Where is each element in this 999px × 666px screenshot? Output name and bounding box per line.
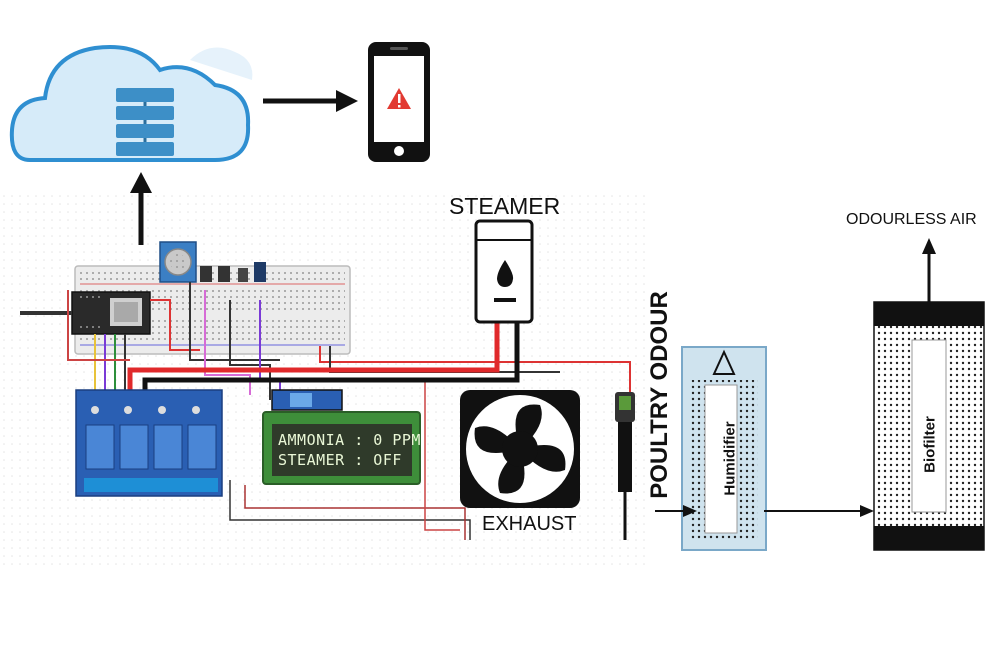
lcd-display: [262, 411, 421, 485]
smartphone-alert-icon: [368, 42, 430, 162]
arrow-up-odourless-air: [922, 238, 936, 302]
exhaust-label: EXHAUST: [482, 513, 577, 535]
odour-sensor-probe: [615, 392, 635, 540]
steamer-label: STEAMER: [449, 193, 561, 219]
capacitor: [254, 262, 266, 282]
poultry-odour-label: POULTRY ODOUR: [646, 291, 673, 499]
arrow-up-to-cloud: [130, 172, 152, 245]
humidifier-label: Humidifier: [721, 421, 739, 496]
lcd-line-steamer: STEAMER : OFF: [278, 451, 402, 469]
relay-module: [75, 389, 223, 497]
transistor: [218, 266, 230, 282]
odourless-air-label: ODOURLESS AIR: [846, 211, 977, 228]
warning-triangle-icon: [387, 88, 411, 109]
gas-sensor-module: [159, 241, 197, 283]
arrow-into-humidifier: [655, 505, 697, 517]
steamer: [474, 219, 534, 324]
arrow-humidifier-to-biofilter: [764, 505, 874, 517]
biofilter: [873, 301, 985, 551]
exhaust-fan-icon: [460, 390, 580, 508]
biofilter-label: Biofilter: [921, 416, 939, 473]
transistor: [238, 268, 248, 282]
transistor: [200, 266, 212, 282]
arrow-cloud-to-phone: [263, 90, 358, 112]
humidifier: [681, 346, 767, 551]
cloud-database-icon: [9, 45, 253, 162]
potentiometer: [290, 393, 312, 407]
server-stack-icon: [116, 88, 174, 156]
nodemcu-board: [71, 291, 151, 335]
lcd-line-ammonia: AMMONIA : 0 PPM: [278, 431, 421, 449]
water-drop-icon: [497, 260, 514, 287]
